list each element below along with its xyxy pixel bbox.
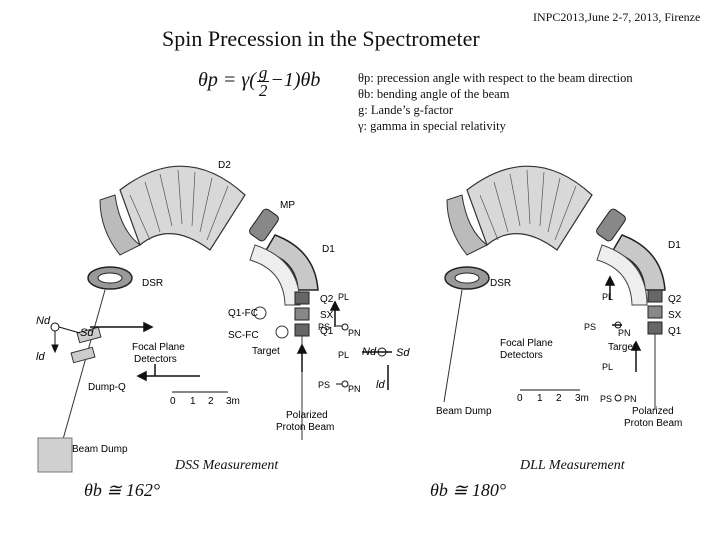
- label-detectors-right: Detectors: [500, 350, 543, 361]
- d1-magnet: [249, 234, 319, 306]
- scale-0-right: 0: [517, 393, 523, 404]
- label-pl-2: PL: [338, 350, 349, 360]
- label-detectors: Detectors: [134, 354, 177, 365]
- formula-rhs: −1)θb: [270, 69, 321, 92]
- def-theta-b: θb: bending angle of the beam: [358, 87, 510, 101]
- label-q1-fc: Q1-FC: [228, 308, 258, 319]
- axis-ld-right: ld: [376, 379, 385, 391]
- fraction-denominator: 2: [258, 81, 268, 100]
- def-gamma: γ: gamma in special relativity: [358, 119, 506, 133]
- d2-magnet-right: [446, 165, 593, 256]
- label-dsr: DSR: [142, 278, 163, 289]
- label-q1: Q1: [320, 326, 334, 337]
- label-d1: D1: [322, 244, 335, 255]
- scale-2-right: 2: [556, 393, 562, 404]
- spin-vectors-left: [336, 323, 349, 388]
- dump-q-magnet: [70, 326, 102, 364]
- scale-1-right: 1: [537, 393, 543, 404]
- label-d2: D2: [218, 160, 231, 171]
- label-pn-2: PN: [348, 384, 360, 394]
- conference-header: INPC2013,June 2-7, 2013, Firenze: [533, 10, 701, 24]
- label-pl-right-2: PL: [602, 362, 613, 372]
- label-ps-right-1: PS: [584, 322, 596, 332]
- def-g: g: Lande’s g-factor: [358, 103, 454, 117]
- axis-sd-right: Sd: [396, 347, 410, 359]
- dss-measurement-label: DSS Measurement: [175, 458, 279, 473]
- label-pn-1: PN: [348, 328, 360, 338]
- label-d1-right: D1: [668, 240, 681, 251]
- label-dump-q: Dump-Q: [88, 382, 126, 393]
- scale-2: 2: [208, 396, 214, 407]
- formula-lhs: θp = γ(: [198, 69, 256, 92]
- beam-line: [59, 289, 106, 451]
- scale-0: 0: [170, 396, 176, 407]
- label-polarized: Polarized: [286, 410, 328, 421]
- label-focal-plane: Focal Plane: [132, 342, 185, 353]
- axis-sd: Sd: [80, 327, 94, 339]
- label-polarized-right: Polarized: [632, 406, 674, 417]
- definitions-list: θp: precession angle with respect to the…: [358, 70, 633, 134]
- scale-3m-right: 3m: [575, 393, 589, 404]
- label-target: Target: [252, 346, 280, 357]
- label-beam-dump: Beam Dump: [72, 444, 128, 455]
- left-axes: [50, 322, 81, 354]
- label-sx-right: SX: [668, 310, 682, 321]
- d2-magnet: [99, 165, 246, 256]
- spin-arrows-right: [362, 275, 642, 390]
- label-pn-right-2: PN: [624, 394, 637, 404]
- scale-3m: 3m: [226, 396, 240, 407]
- label-proton-beam: Proton Beam: [276, 422, 334, 433]
- label-pl-1: PL: [338, 292, 349, 302]
- dsr-magnet: [87, 266, 133, 290]
- beam-line-right: [443, 289, 463, 403]
- axis-nd-right: Nd: [362, 346, 377, 358]
- fraction-numerator: g: [256, 63, 270, 82]
- beam-dump-block: [37, 437, 73, 473]
- left-spectrometer-diagram: Nd Sd ld PL PS PN PL PS PN D2 MP D1 DSR …: [36, 160, 360, 473]
- label-sx: SX: [320, 310, 334, 321]
- label-mp: MP: [280, 200, 295, 211]
- slide-title: Spin Precession in the Spectrometer: [162, 26, 480, 51]
- label-pl-right-1: PL: [602, 292, 613, 302]
- def-theta-p: θp: precession angle with respect to the…: [358, 71, 633, 85]
- label-ps-1: PS: [318, 322, 330, 332]
- dll-measurement-label: DLL Measurement: [520, 458, 625, 473]
- label-q1-right: Q1: [668, 326, 682, 337]
- right-spectrometer-diagram: Nd Sd ld PL PS PN PL PS PN D1 DSR Q2 SX …: [362, 165, 682, 429]
- label-proton-beam-right: Proton Beam: [624, 418, 682, 429]
- sc-fc-icon: [275, 325, 289, 339]
- mp-magnet-right: [596, 208, 626, 242]
- label-focal-plane-right: Focal Plane: [500, 338, 553, 349]
- label-pn-right-1: PN: [618, 328, 631, 338]
- dsr-magnet-right: [444, 266, 490, 290]
- q-magnets-right: [647, 289, 663, 410]
- q1-fc-icon: [253, 306, 267, 320]
- label-sc-fc: SC-FC: [228, 330, 259, 341]
- left-angle-label: θb ≅ 162°: [84, 480, 161, 500]
- label-beam-dump-right: Beam Dump: [436, 406, 492, 417]
- mp-magnet: [249, 208, 279, 242]
- label-ps-2: PS: [318, 380, 330, 390]
- axis-ld: ld: [36, 351, 45, 363]
- scale-1: 1: [190, 396, 196, 407]
- spin-arrows: [90, 300, 341, 382]
- label-dsr-right: DSR: [490, 278, 511, 289]
- spin-vectors-right: [377, 321, 622, 402]
- axis-nd: Nd: [36, 315, 51, 327]
- label-target-right: Target: [608, 342, 636, 353]
- label-q2: Q2: [320, 294, 334, 305]
- label-ps-right-2: PS: [600, 394, 612, 404]
- right-angle-label: θb ≅ 180°: [430, 480, 507, 500]
- label-q2-right: Q2: [668, 294, 682, 305]
